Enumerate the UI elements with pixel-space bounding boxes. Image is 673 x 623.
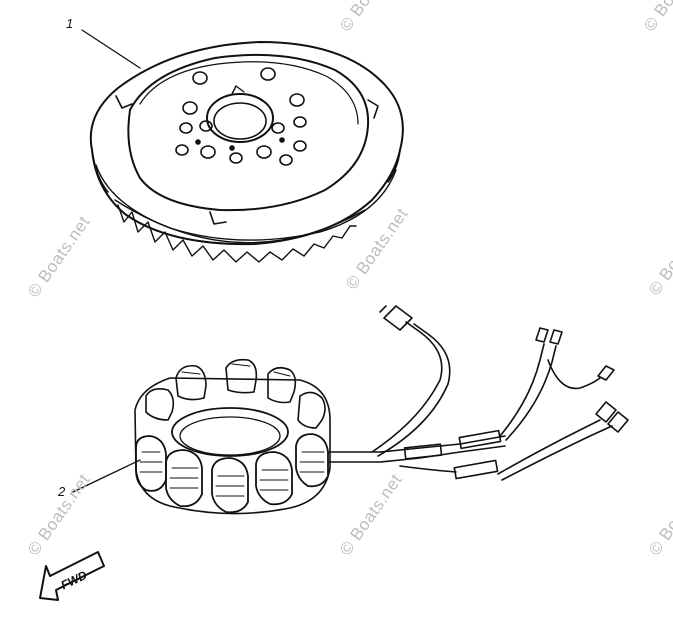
stator-back-coils — [145, 358, 326, 429]
connector-6 — [607, 411, 629, 433]
connector-1 — [383, 305, 413, 331]
stator-leader-line — [72, 459, 141, 493]
flywheel-bolt-holes — [175, 67, 307, 166]
flywheel[interactable] — [81, 29, 404, 263]
fwd-arrow-icon: FWD — [39, 551, 105, 601]
connector-5 — [595, 401, 617, 423]
flywheel-center-hub — [206, 85, 274, 143]
connector-2 — [535, 327, 549, 343]
fwd-label: FWD — [59, 568, 90, 593]
stator-front-coils — [135, 433, 329, 514]
connector-3 — [549, 329, 563, 345]
callout-2: 2 — [58, 484, 66, 499]
flywheel-leader-line — [81, 29, 141, 69]
flywheel-inner-plate — [127, 53, 370, 212]
stator-base-plate — [134, 377, 331, 515]
connector-4 — [597, 365, 615, 381]
flywheel-rim-lower-band — [91, 149, 401, 193]
callout-1: 1 — [66, 16, 74, 31]
stator[interactable] — [72, 305, 629, 515]
stator-wiring-harness — [327, 305, 629, 481]
stator-inner-bore — [171, 407, 289, 457]
